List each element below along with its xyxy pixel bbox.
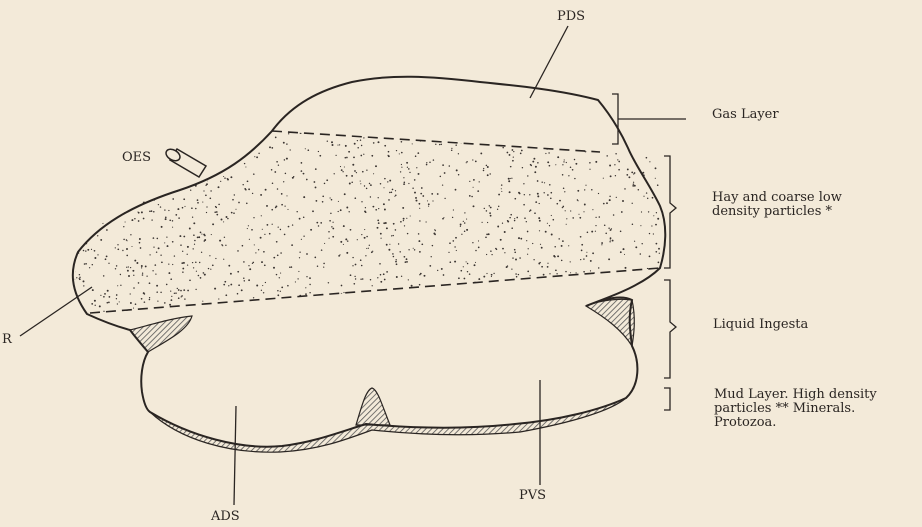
fibre-liquid-boundary-dashed bbox=[90, 268, 660, 313]
pds-pointer-line bbox=[530, 26, 568, 98]
hay-layer-label: Hay and coarse low density particles * bbox=[712, 191, 842, 219]
ads-label: ADS bbox=[211, 510, 240, 524]
mud-layer-bracket bbox=[664, 388, 670, 410]
hay-layer-bracket bbox=[664, 156, 676, 268]
oesophagus-tube bbox=[164, 147, 206, 177]
caudal-pillar bbox=[586, 299, 634, 346]
gas-layer-label: Gas Layer bbox=[712, 108, 779, 122]
pds-label: PDS bbox=[557, 10, 585, 24]
ads-pointer-line bbox=[234, 406, 236, 505]
cranial-pillar bbox=[130, 316, 192, 352]
r-pointer-line bbox=[20, 287, 92, 336]
liquid-layer-bracket bbox=[664, 280, 676, 378]
liquid-layer-label: Liquid Ingesta bbox=[713, 318, 808, 332]
ruminal-pillar bbox=[356, 388, 390, 425]
oes-label: OES bbox=[122, 151, 151, 165]
pvs-label: PVS bbox=[519, 489, 546, 503]
r-label: R bbox=[2, 333, 12, 347]
hay-layer-stipple bbox=[69, 127, 665, 319]
gas-boundary-dashed bbox=[272, 131, 600, 152]
mud-layer-label: Mud Layer. High density particles ** Min… bbox=[714, 388, 877, 430]
